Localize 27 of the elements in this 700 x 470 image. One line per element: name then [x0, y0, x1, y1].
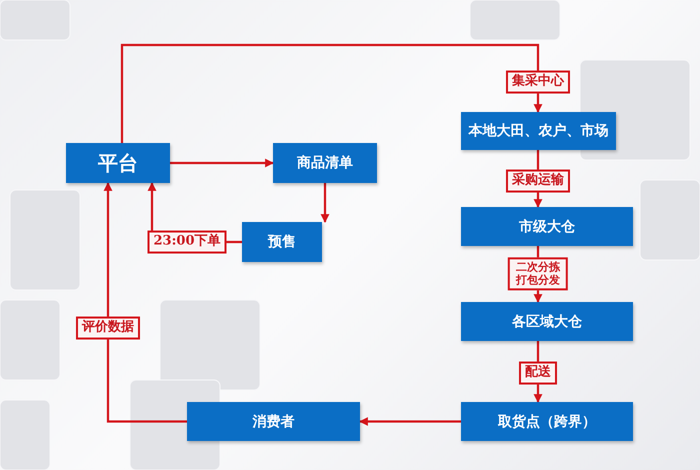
node-text: 各区域大仓	[512, 312, 582, 330]
edge-label: 配送	[519, 362, 557, 384]
node-text: 本地大田、农户、市场	[468, 122, 608, 140]
edge-label: 评价数据	[76, 316, 140, 340]
arrow	[359, 417, 461, 426]
node-text: 平台	[98, 150, 138, 176]
node-text: 消费者	[252, 412, 294, 430]
arrow	[170, 158, 274, 168]
node-text: 取货点（跨界）	[498, 412, 596, 430]
arrow	[120, 44, 542, 143]
edge-label: 二次分拣打包分发	[508, 257, 568, 291]
process-box	[461, 112, 616, 150]
edge-label: 23:00下单	[148, 230, 226, 254]
edge-label: 采购运输	[506, 170, 570, 192]
process-box	[461, 402, 633, 441]
arrow	[104, 182, 187, 423]
node-text: 市级大仓	[519, 218, 575, 236]
process-box	[461, 302, 633, 341]
process-box	[66, 143, 170, 183]
process-box	[242, 222, 322, 262]
process-box	[187, 402, 360, 441]
edge-label: 集采中心	[506, 70, 570, 94]
process-box	[273, 143, 377, 183]
process-box	[461, 207, 633, 246]
node-text: 商品清单	[297, 154, 353, 172]
arrow	[320, 183, 330, 223]
node-text: 预售	[268, 233, 296, 251]
